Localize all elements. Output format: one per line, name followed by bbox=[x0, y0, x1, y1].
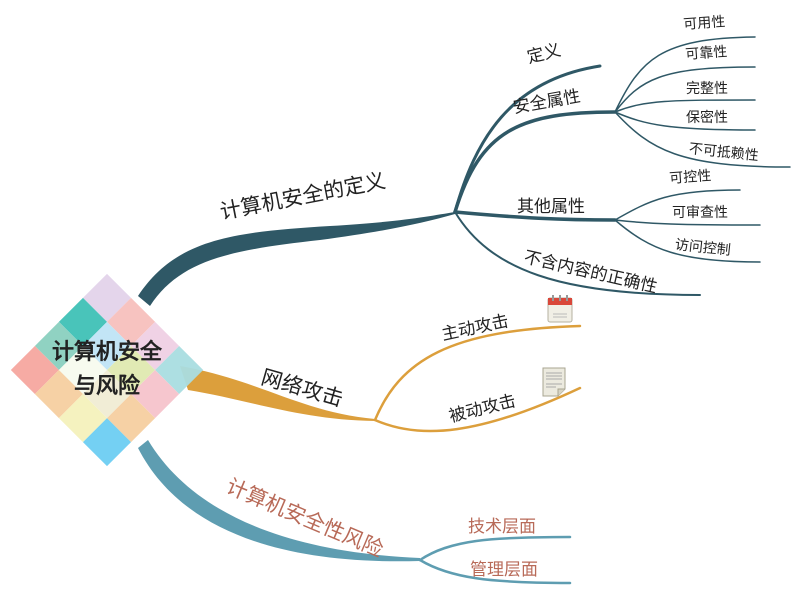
calendar-icon bbox=[547, 295, 573, 323]
leaf-auditability[interactable]: 可审查性 bbox=[672, 205, 728, 221]
central-title-line2: 与风险 bbox=[73, 373, 140, 399]
leaf-controllability[interactable]: 可控性 bbox=[668, 168, 712, 188]
topic-management-level[interactable]: 管理层面 bbox=[470, 560, 538, 580]
branch-attack bbox=[180, 366, 375, 421]
leaf-reliability[interactable]: 可靠性 bbox=[684, 44, 728, 64]
central-title-line1: 计算机安全 bbox=[51, 339, 162, 365]
branch-definition bbox=[138, 212, 455, 306]
topic-technical-level[interactable]: 技术层面 bbox=[468, 517, 536, 537]
branch-risk bbox=[138, 440, 420, 562]
central-topic[interactable]: 计算机安全 与风险 bbox=[10, 273, 204, 467]
leaf-availability[interactable]: 可用性 bbox=[682, 14, 726, 34]
topic-other-attributes[interactable]: 其他属性 bbox=[517, 197, 585, 217]
document-icon bbox=[542, 367, 566, 397]
leaf-confidentiality[interactable]: 保密性 bbox=[686, 110, 728, 126]
leaf-integrity[interactable]: 完整性 bbox=[686, 81, 728, 97]
